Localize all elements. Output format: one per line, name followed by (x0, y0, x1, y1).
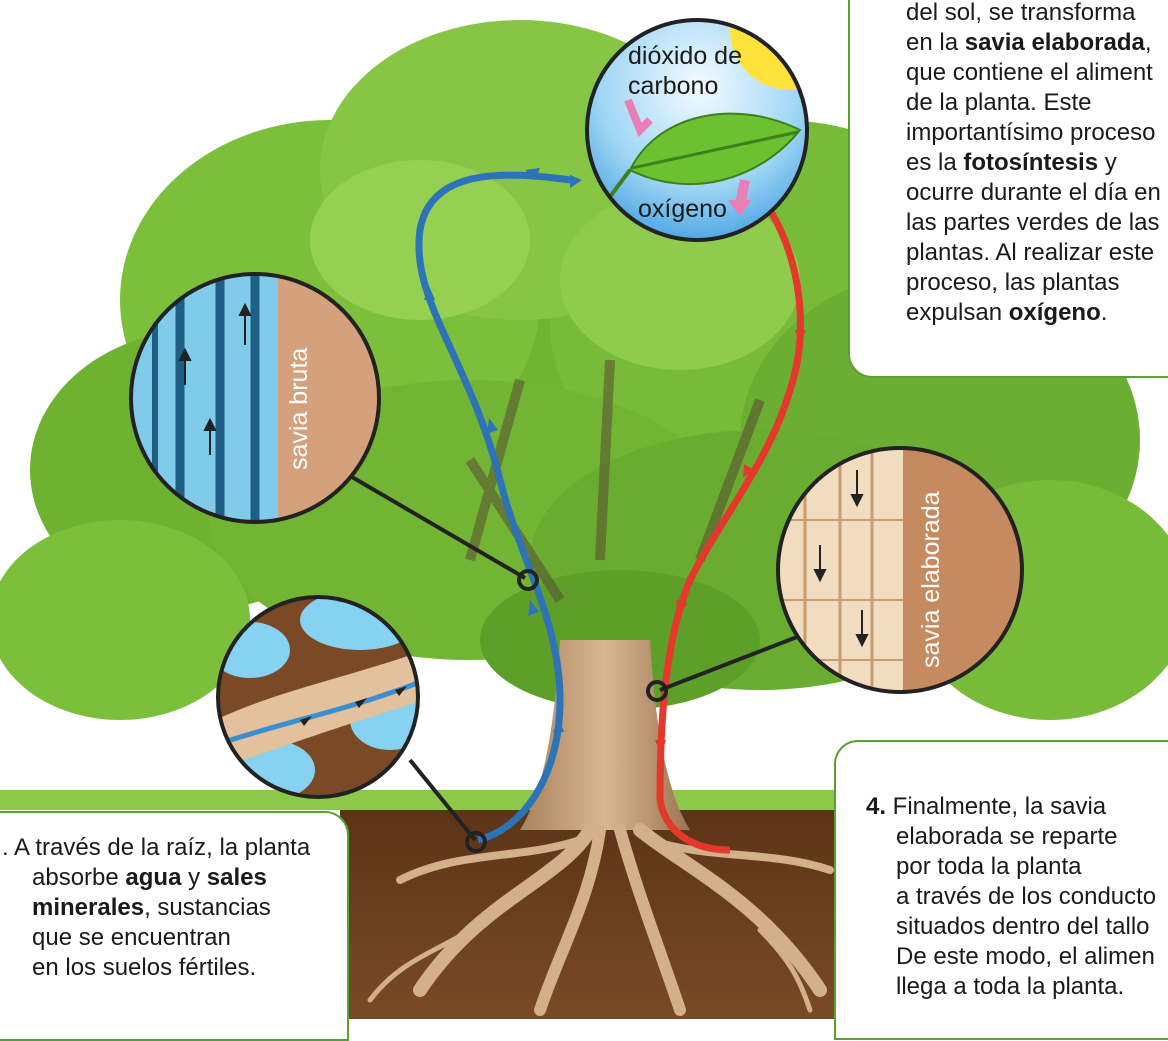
raw-sap-arrow (415, 171, 571, 844)
distribution-textbox: 4. Finalmente, la savia elaborada se rep… (834, 740, 1168, 1040)
oxygen-label: oxígeno (638, 195, 727, 223)
raw-sap-arrowheads (424, 168, 582, 732)
root-absorption-line: en los suelos fértiles. (32, 954, 257, 981)
root-absorption-line: absorbe agua y sales (32, 864, 267, 891)
photosynthesis-line: las partes verdes de las (906, 209, 1160, 236)
root-absorption-line: minerales, sustancias (32, 894, 271, 921)
photosynthesis-line: del sol, se transforma (906, 0, 1136, 26)
root-absorption-textbox: . A través de la raíz, la planta absorbe… (0, 811, 349, 1041)
distribution-line: elaborada se reparte (896, 823, 1118, 850)
distribution-line: 4. Finalmente, la savia (866, 793, 1107, 820)
co2-label-line1: dióxido de (628, 42, 742, 70)
root-absorption-line: . A través de la raíz, la planta (2, 834, 311, 861)
step-number: 4. (866, 793, 887, 820)
photosynthesis-line: expulsan oxígeno. (906, 299, 1108, 326)
distribution-line: llega a toda la planta. (896, 973, 1125, 1000)
photosynthesis-line: en la savia elaborada, (906, 29, 1152, 56)
raw-sap-label: savia bruta (285, 348, 313, 470)
tree-roots (367, 823, 834, 1016)
distribution-line: por toda la planta (896, 853, 1082, 880)
photosynthesis-line: que contiene el aliment (906, 59, 1153, 86)
distribution-line: De este modo, el alimen (896, 943, 1155, 970)
co2-label-line2: carbono (628, 72, 718, 100)
tree-diagram: dióxido de carbono oxígeno savia bruta (0, 18, 1168, 1019)
elaborated-sap-label: savia elaborada (917, 491, 945, 668)
distribution-line: a través de los conducto (896, 883, 1157, 910)
photosynthesis-line: plantas. Al realizar este (906, 239, 1155, 266)
photosynthesis-line: proceso, las plantas (906, 269, 1120, 296)
distribution-line: situados dentro del tallo (896, 913, 1150, 940)
photosynthesis-textbox: del sol, se transforma en la savia elabo… (848, 0, 1168, 378)
photosynthesis-line: ocurre durante el día en (906, 179, 1161, 206)
elaborated-sap-arrowheads (655, 330, 806, 754)
photosynthesis-line: es la fotosíntesis y (906, 149, 1117, 176)
photosynthesis-line: de la planta. Este (906, 89, 1092, 116)
root-absorption-line: que se encuentran (32, 924, 231, 951)
photosynthesis-line: importantísimo proceso (906, 119, 1156, 146)
